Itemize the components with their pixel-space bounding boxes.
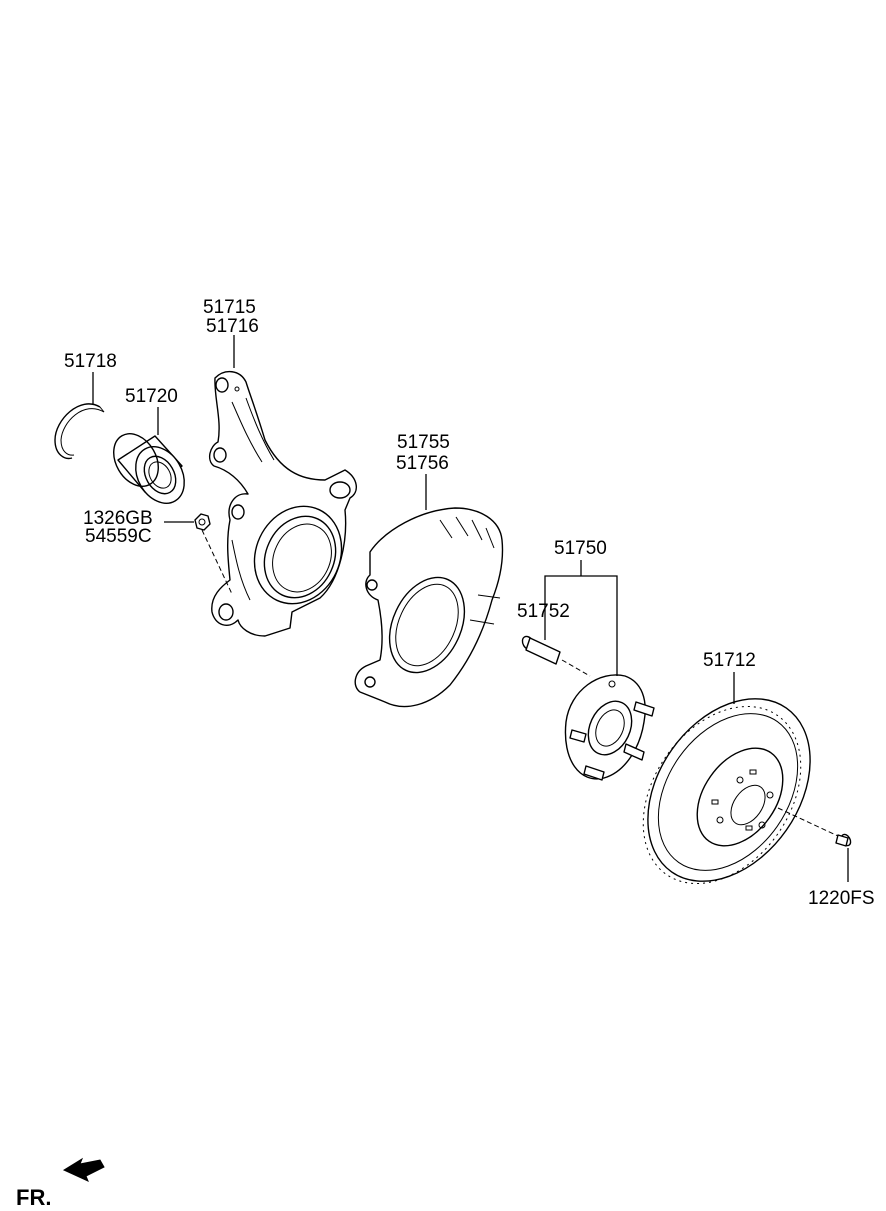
direction-label: FR. xyxy=(16,1185,51,1210)
label-51712: 51712 xyxy=(703,650,756,671)
brake-disc-part xyxy=(642,698,811,885)
label-51750: 51750 xyxy=(554,538,607,559)
label-51716: 51716 xyxy=(206,316,259,337)
forward-arrow-icon xyxy=(62,1157,105,1182)
snap-ring-part xyxy=(54,403,105,460)
label-51720: 51720 xyxy=(125,386,178,407)
label-1326gb: 1326GB xyxy=(83,508,153,529)
direction-indicator: FR. xyxy=(16,1157,105,1210)
label-1220fs: 1220FS xyxy=(808,888,875,909)
dust-cover-part xyxy=(354,507,504,708)
label-54559c: 54559C xyxy=(85,526,152,547)
label-51715: 51715 xyxy=(203,297,256,318)
label-51755: 51755 xyxy=(397,432,450,453)
wheel-bearing-part xyxy=(113,433,185,504)
label-51718: 51718 xyxy=(64,351,117,372)
steering-knuckle-part xyxy=(208,371,357,637)
leader-lines xyxy=(92,335,849,882)
nut-part xyxy=(194,513,211,531)
label-51756: 51756 xyxy=(396,453,449,474)
hub-bolt-part xyxy=(521,635,591,677)
label-51752: 51752 xyxy=(517,601,570,622)
disc-screw-part xyxy=(777,807,852,847)
wheel-hub-part xyxy=(564,674,655,781)
